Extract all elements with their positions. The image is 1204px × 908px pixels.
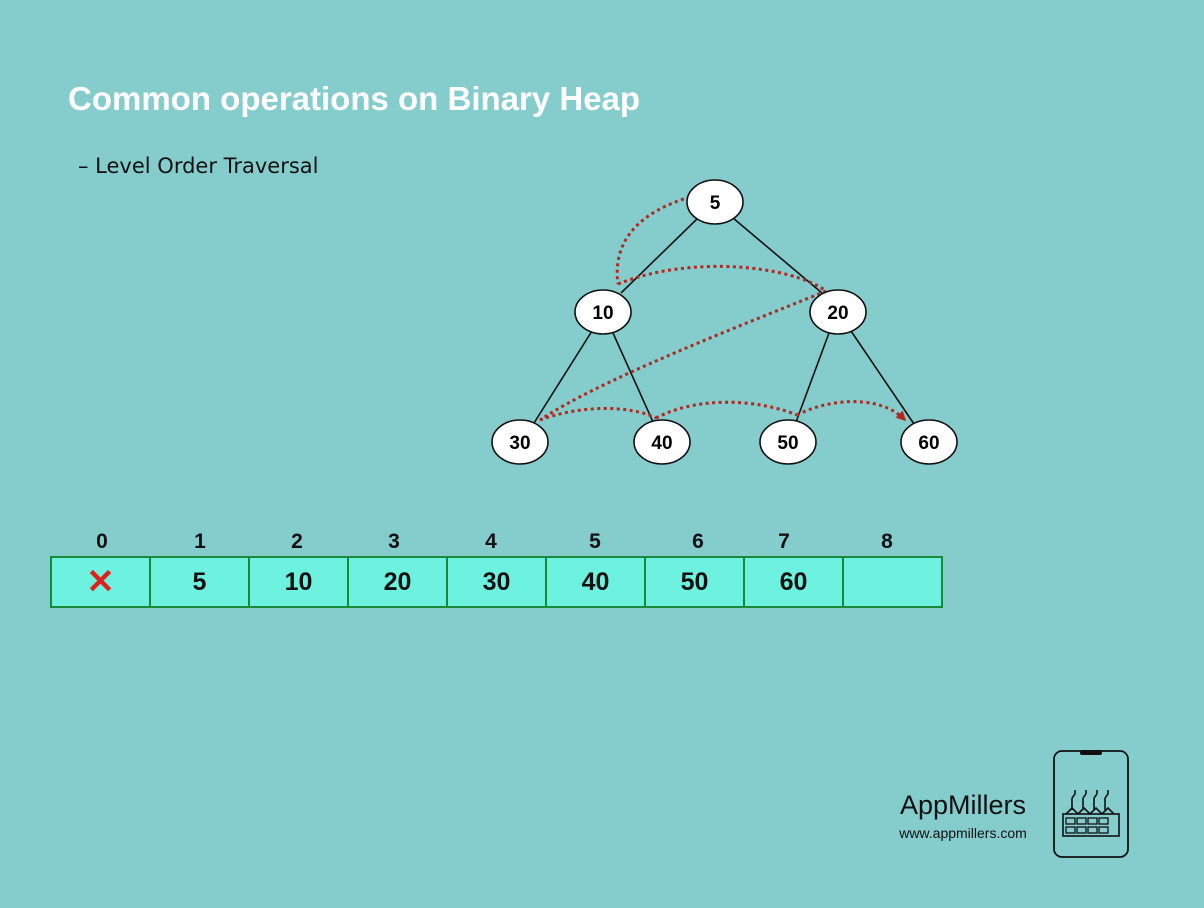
- edge-10-40: [612, 332, 654, 423]
- array-cell-0: ✕: [52, 558, 149, 606]
- brand-url: www.appmillers.com: [899, 825, 1027, 841]
- cross-icon: ✕: [86, 563, 115, 601]
- array-cell-4: 30: [446, 558, 545, 606]
- bullet-level-order: – Level Order Traversal: [78, 154, 319, 178]
- heap-array: ✕ 5 10 20 30 40 50 60: [50, 556, 943, 608]
- array-index: 0: [96, 530, 108, 553]
- array-index: 4: [485, 530, 497, 553]
- factory-phone-icon: [1053, 750, 1129, 858]
- array-index: 1: [194, 530, 206, 553]
- array-cell-6: 50: [644, 558, 743, 606]
- traversal-path: [539, 195, 907, 422]
- tree-node: 60: [900, 419, 958, 465]
- array-cell-1: 5: [149, 558, 248, 606]
- array-index: 6: [692, 530, 704, 553]
- traversal-segment-30-40: [539, 407, 657, 422]
- tree-node: 20: [809, 289, 867, 335]
- traversal-segment-5-10: [615, 195, 691, 285]
- traversal-segment-40-50: [655, 400, 798, 420]
- tree-node: 40: [633, 419, 691, 465]
- traversal-segment-50-60: [796, 400, 907, 422]
- edge-10-30: [533, 330, 593, 424]
- binary-heap-tree: 5 10 20 30 40 50 60: [491, 179, 958, 465]
- tree-node: 5: [686, 179, 744, 225]
- node-label: 50: [777, 433, 798, 454]
- traversal-segment-10-20: [617, 264, 827, 293]
- array-index-row: 0 1 2 3 4 5 6 7 8: [52, 530, 940, 556]
- tree-node: 30: [491, 419, 549, 465]
- brand-block: AppMillers www.appmillers.com: [893, 790, 1033, 841]
- node-label: 40: [651, 433, 672, 454]
- tree-node: 10: [574, 289, 632, 335]
- slide-title: Common operations on Binary Heap: [68, 80, 641, 117]
- edge-20-60: [850, 330, 915, 425]
- node-label: 60: [918, 433, 939, 454]
- tree-node: 50: [759, 419, 817, 465]
- array-cell-8: [842, 558, 941, 606]
- tree-edges: [533, 217, 915, 425]
- brand-name: AppMillers: [899, 790, 1027, 820]
- array-index: 8: [881, 530, 893, 553]
- array-index: 7: [778, 530, 790, 553]
- array-index: 5: [589, 530, 601, 553]
- array-cell-7: 60: [743, 558, 842, 606]
- node-label: 5: [710, 193, 721, 214]
- node-label: 10: [592, 303, 613, 324]
- traversal-segment-20-30: [539, 289, 827, 422]
- array-cell-3: 20: [347, 558, 446, 606]
- edge-5-10: [620, 217, 699, 294]
- node-label: 20: [827, 303, 848, 324]
- edge-5-20: [732, 217, 823, 294]
- array-index: 2: [291, 530, 303, 553]
- array-index: 3: [388, 530, 400, 553]
- array-cell-5: 40: [545, 558, 644, 606]
- array-cell-2: 10: [248, 558, 347, 606]
- edge-20-50: [795, 332, 830, 423]
- node-label: 30: [509, 433, 530, 454]
